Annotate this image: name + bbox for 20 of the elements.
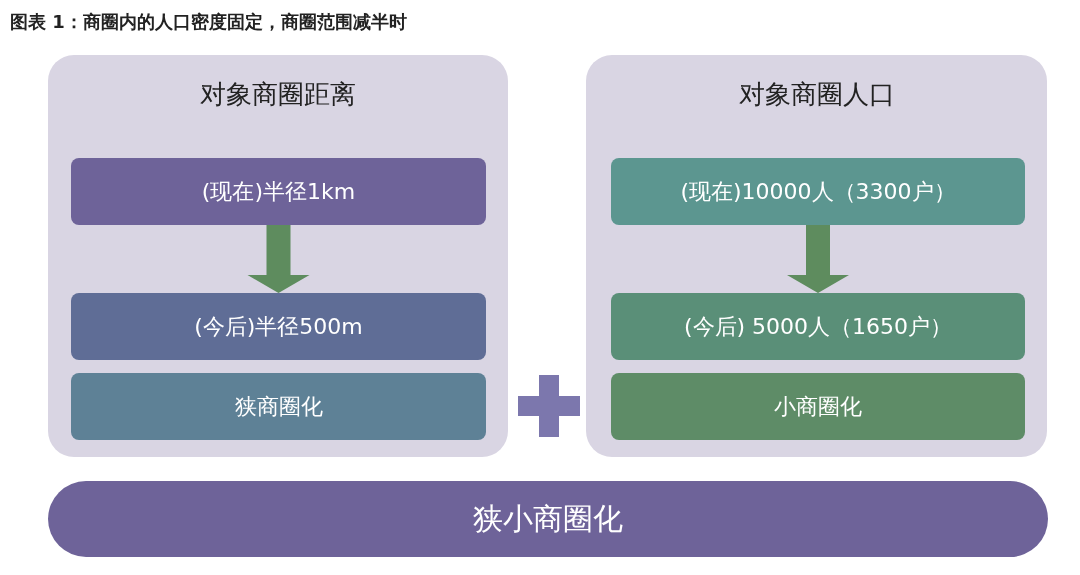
process-box [71, 293, 486, 360]
panel-heading: 对象商圈人口 [737, 78, 896, 111]
box-label: (现在)半径1km [201, 177, 356, 206]
box-label: (现在)10000人（3300户） [680, 177, 956, 206]
group-panel [48, 55, 508, 457]
process-box [71, 373, 486, 440]
process-box [611, 373, 1025, 440]
panel-heading: 对象商圈距离 [199, 78, 357, 111]
box-label: 狭商圈化 [234, 392, 323, 421]
box-label: 小商圈化 [774, 392, 862, 421]
box-label: (今后) 5000人（1650户） [683, 312, 953, 341]
figure-title: 图表 1：商圈内的人口密度固定，商圈范围减半时 [10, 10, 407, 34]
process-box [611, 293, 1025, 360]
block-arrow [247, 225, 310, 293]
box-label: 狭小商圈化 [473, 499, 623, 538]
block-arrow [787, 225, 849, 293]
process-box [71, 158, 486, 225]
group-panel [586, 55, 1047, 457]
box-label: (今后)半径500m [194, 312, 363, 341]
process-box [611, 158, 1025, 225]
